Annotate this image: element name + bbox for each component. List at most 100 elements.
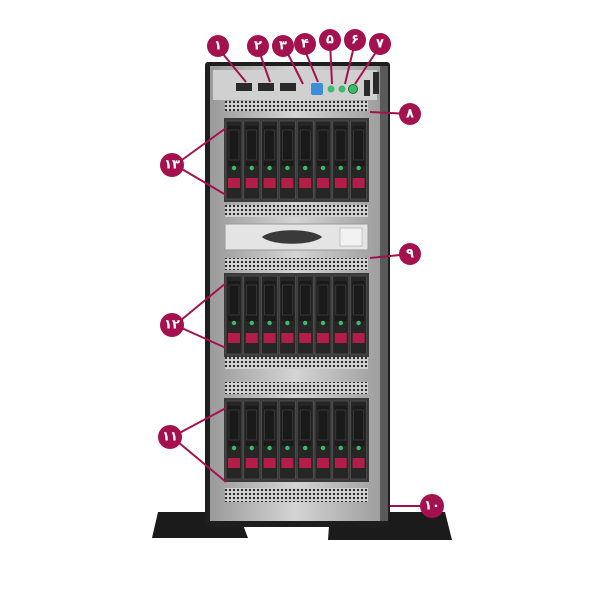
drive-status-led — [320, 445, 326, 451]
callout-5: ۵ — [319, 29, 341, 51]
uid-button — [311, 83, 323, 95]
drive-cage-top — [224, 118, 369, 202]
drive-status-led — [285, 445, 290, 451]
callout-4: ۴ — [294, 33, 316, 55]
drive-activity-led — [245, 178, 258, 188]
drive-cage-middle — [224, 273, 369, 357]
usb-port-1 — [236, 83, 252, 91]
drive-bay — [279, 400, 296, 480]
drive-status-led — [356, 165, 361, 171]
drive-activity-led — [263, 458, 276, 468]
drive-bay — [296, 400, 314, 480]
nic-led — [338, 85, 346, 93]
drive-bay — [279, 120, 296, 200]
vent-bottom — [225, 488, 368, 502]
drive-bay — [350, 275, 367, 355]
svg-text:۵: ۵ — [326, 33, 334, 48]
drive-status-led — [303, 445, 308, 451]
vent-lower-top — [225, 382, 368, 394]
drive-activity-led — [281, 333, 294, 343]
drive-status-led — [320, 165, 326, 171]
svg-text:۱۱: ۱۱ — [162, 430, 178, 445]
svg-text:۶: ۶ — [351, 33, 359, 48]
svg-text:۲: ۲ — [254, 39, 262, 54]
drive-status-led — [249, 320, 254, 326]
drive-status-led — [303, 320, 308, 326]
drive-activity-led — [352, 178, 365, 188]
callout-1: ۱ — [207, 35, 229, 57]
drive-activity-led — [334, 333, 347, 343]
callout-6: ۶ — [344, 29, 366, 51]
drive-bay — [243, 120, 261, 200]
drive-status-led — [267, 320, 272, 326]
drive-activity-led — [263, 333, 276, 343]
drive-status-led — [338, 320, 343, 326]
drive-bay — [261, 275, 278, 355]
svg-text:۱: ۱ — [214, 39, 222, 54]
drive-status-led — [249, 165, 254, 171]
drive-status-led — [267, 445, 272, 451]
callout-10: ۱۰ — [420, 494, 444, 518]
drive-status-led — [249, 445, 254, 451]
drive-bay — [332, 400, 350, 480]
drive-bay — [314, 275, 332, 355]
drive-bay — [261, 400, 278, 480]
svg-text:۱۳: ۱۳ — [164, 158, 180, 173]
drive-bay — [314, 120, 332, 200]
front-io-panel — [213, 70, 379, 100]
svg-text:۳: ۳ — [279, 39, 287, 54]
drive-activity-led — [228, 178, 240, 188]
drive-activity-led — [352, 333, 365, 343]
power-button — [348, 84, 358, 94]
drive-bay — [296, 120, 314, 200]
callout-3: ۳ — [272, 35, 294, 57]
callout-11: ۱۱ — [158, 425, 182, 449]
drive-status-led — [303, 165, 308, 171]
svg-text:۷: ۷ — [376, 37, 384, 52]
drive-activity-led — [281, 458, 294, 468]
drive-status-led — [231, 320, 237, 326]
svg-text:۱۰: ۱۰ — [424, 499, 440, 514]
drive-bay — [225, 400, 243, 480]
drive-activity-led — [317, 458, 329, 468]
callout-13: ۱۳ — [160, 153, 184, 177]
drive-bay — [332, 120, 350, 200]
usb-port-3 — [280, 83, 296, 91]
drive-bay — [350, 400, 367, 480]
drive-activity-led — [228, 458, 240, 468]
callouts: ۱ ۲ ۳ ۴ ۵ ۶ ۷ ۸ ۹ ۱۰ ۱۱ ۱۲ ۱۳ — [158, 29, 444, 518]
usb-port-4 — [364, 80, 370, 96]
vent-middle-bottom — [225, 357, 368, 369]
drive-status-led — [285, 320, 290, 326]
drive-bay — [225, 275, 243, 355]
drive-activity-led — [299, 333, 312, 343]
drive-bay — [243, 400, 261, 480]
drive-status-led — [231, 445, 237, 451]
drive-status-led — [338, 165, 343, 171]
drive-activity-led — [334, 458, 347, 468]
drive-status-led — [267, 165, 272, 171]
callout-2: ۲ — [247, 35, 269, 57]
drive-bay — [225, 120, 243, 200]
drive-activity-led — [317, 333, 329, 343]
drive-activity-led — [245, 333, 258, 343]
side-latch — [373, 72, 379, 94]
callout-7: ۷ — [369, 33, 391, 55]
callout-12: ۱۲ — [160, 313, 184, 337]
drive-activity-led — [299, 178, 312, 188]
drive-status-led — [320, 320, 326, 326]
drive-bay — [350, 120, 367, 200]
vent-upper-bottom — [225, 205, 368, 217]
callout-9: ۹ — [399, 243, 421, 265]
drive-status-led — [285, 165, 290, 171]
svg-text:۹: ۹ — [406, 247, 414, 262]
svg-text:۸: ۸ — [406, 107, 414, 122]
drive-activity-led — [334, 178, 347, 188]
callout-8: ۸ — [399, 103, 421, 125]
drive-activity-led — [299, 458, 312, 468]
drive-status-led — [338, 445, 343, 451]
drive-status-led — [356, 320, 361, 326]
drive-bay — [332, 275, 350, 355]
drive-activity-led — [317, 178, 329, 188]
